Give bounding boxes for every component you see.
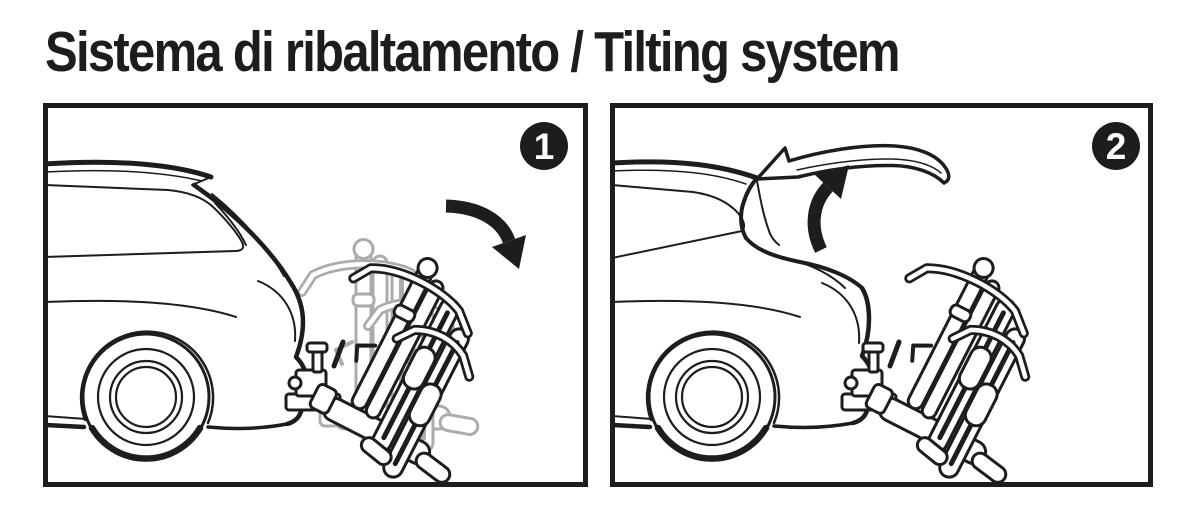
step-badge-1: 1: [520, 122, 568, 170]
side-window: [48, 184, 245, 258]
rear-pillar: [739, 176, 759, 240]
open-tailgate: [755, 143, 951, 185]
wheel-arch: [645, 330, 781, 425]
page-title: Sistema di ribaltamento / Tilting system: [45, 20, 900, 84]
step-badge-2: 2: [1092, 122, 1140, 170]
rear-wheel-1: [81, 332, 211, 462]
wheel-arch: [79, 330, 215, 425]
panel-2: 2: [610, 103, 1153, 487]
rear-wheel-2: [647, 332, 777, 462]
car-illustration-2: [615, 159, 875, 462]
tilt-down-arrow: [445, 199, 526, 269]
tailgate-closed-outline: [191, 182, 309, 427]
badge-circle: [1092, 122, 1140, 170]
hatch-aperture: [756, 180, 780, 246]
lift-up-arrow: [807, 165, 849, 253]
panel-1-frame: [43, 103, 588, 487]
rear-screen-line: [211, 193, 285, 277]
badge-circle: [520, 122, 568, 170]
car-roof: [48, 159, 214, 180]
panel-1: 1: [43, 103, 588, 487]
car-roof: [615, 159, 760, 181]
step-number-2: 2: [1106, 126, 1127, 167]
panel-2-frame: [610, 103, 1153, 487]
car-illustration-1: [48, 159, 309, 462]
step-number-1: 1: [534, 126, 555, 167]
